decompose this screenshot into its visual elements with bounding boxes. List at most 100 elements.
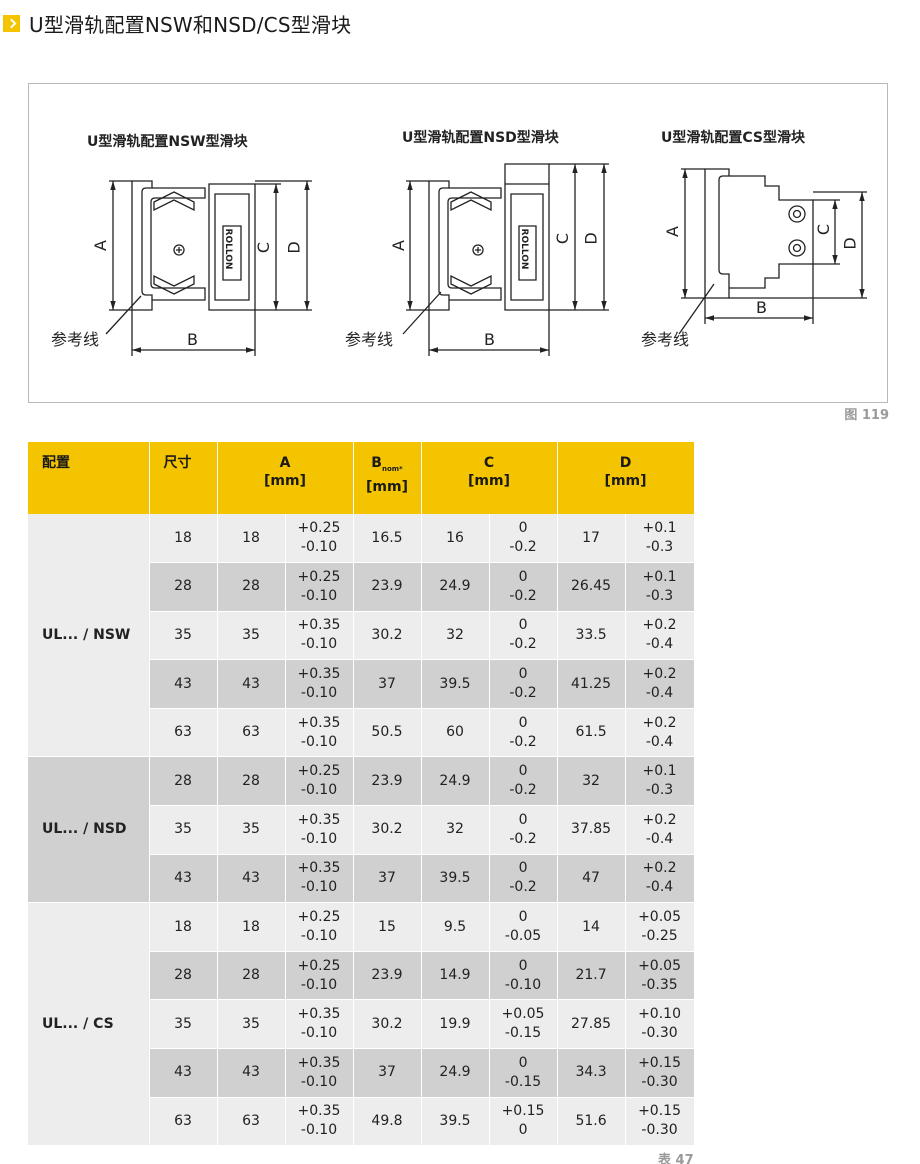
cell-b: 37 [353, 659, 422, 709]
cell-c-tolerance: 0-0.15 [489, 1048, 558, 1098]
cell-d-tolerance: +0.10 -0.30 [625, 999, 695, 1050]
cell-a: 43 [217, 1048, 286, 1098]
tolerance-upper: 0 [518, 860, 528, 877]
dim-label-c: C [553, 232, 573, 245]
dim-label-b: B [484, 330, 495, 349]
tolerance-lower: -0.10 [300, 539, 338, 556]
tolerance-upper: 0 [518, 568, 528, 585]
drawing-nsw [105, 180, 312, 356]
col-header-config: 配置 [28, 442, 150, 514]
drawing-nsd [402, 163, 609, 356]
cell-d: 14 [557, 902, 626, 952]
tolerance-upper: +0.2 [642, 617, 677, 634]
cell-c-tolerance: 0-0.05 [489, 902, 558, 952]
table-caption: 表 47 [658, 1153, 694, 1164]
cell-c: 39.5 [421, 1097, 490, 1147]
dimension-table: 配置 尺寸 A[mm] Bnom*[mm] C[mm] D[mm] UL... … [28, 442, 695, 1147]
cell-size: 63 [149, 1097, 218, 1147]
cell-a: 28 [217, 562, 286, 612]
tolerance-upper: +0.25 [297, 909, 341, 926]
cell-d-tolerance: +0.2-0.4 [625, 708, 695, 758]
cell-d-tolerance: +0.15-0.30 [625, 1097, 695, 1147]
tolerance-lower: -0.2 [509, 733, 537, 750]
cell-a-tolerance: +0.35-0.10 [285, 805, 354, 855]
cell-c-tolerance: 0 -0.2 [489, 659, 558, 709]
tolerance-lower: -0.2 [509, 830, 537, 847]
dim-label-c: C [254, 241, 274, 254]
cell-d-tolerance: +0.05-0.35 [625, 951, 695, 1001]
reference-line-label: 参考线 [641, 330, 690, 349]
cell-d: 32 [557, 756, 626, 807]
tolerance-lower: -0.30 [641, 1025, 678, 1042]
dim-label-b: B [756, 298, 767, 317]
cell-d-tolerance: +0.2-0.4 [625, 805, 695, 855]
cell-a: 28 [217, 951, 286, 1001]
tolerance-lower: -0.10 [300, 782, 338, 799]
cell-d-tolerance: +0.2-0.4 [625, 611, 695, 661]
tolerance-upper: +0.10 [638, 1006, 681, 1023]
tolerance-lower: -0.2 [509, 879, 537, 896]
chevron-right-icon [3, 14, 20, 32]
col-header-c: C[mm] [421, 442, 558, 514]
reference-line-label: 参考线 [51, 330, 100, 349]
cell-d: 17 [557, 514, 626, 564]
cell-b: 16.5 [353, 514, 422, 564]
tolerance-upper: +0.1 [642, 568, 677, 585]
cell-a-tolerance: +0.25-0.10 [285, 951, 354, 1001]
tolerance-lower: -0.10 [300, 928, 338, 945]
dim-label-c: C [814, 223, 834, 236]
cell-a-tolerance: +0.35-0.10 [285, 1097, 354, 1147]
cell-d-tolerance: +0.15-0.30 [625, 1048, 695, 1098]
tolerance-upper: 0 [518, 763, 528, 780]
cell-a-tolerance: +0.25 -0.10 [285, 562, 354, 612]
cell-c: 14.9 [421, 951, 490, 1001]
tolerance-upper: +0.2 [642, 666, 677, 683]
cell-size: 18 [149, 514, 218, 564]
cell-b: 37 [353, 854, 422, 904]
tolerance-upper: 0 [518, 909, 528, 926]
tolerance-lower: -0.10 [300, 587, 338, 604]
tolerance-upper: +0.25 [297, 763, 341, 780]
tolerance-lower: -0.2 [509, 685, 537, 702]
tolerance-upper: +0.15 [638, 1054, 681, 1071]
dim-label-a: A [388, 240, 408, 251]
table-header-row: 配置 尺寸 A[mm] Bnom*[mm] C[mm] D[mm] [28, 442, 695, 514]
cell-size: 63 [149, 708, 218, 758]
tolerance-upper: +0.35 [297, 1006, 341, 1023]
tolerance-upper: +0.35 [297, 1103, 341, 1120]
tolerance-lower: -0.10 [300, 1025, 338, 1042]
cell-size: 43 [149, 659, 218, 709]
cell-a: 63 [217, 1097, 286, 1147]
cell-c: 24.9 [421, 1048, 490, 1098]
cell-a-tolerance: +0.35-0.10 [285, 1048, 354, 1098]
tolerance-lower: -0.2 [509, 636, 537, 653]
cell-a-tolerance: +0.35-0.10 [285, 611, 354, 661]
tolerance-upper: 0 [518, 1054, 528, 1071]
cell-d: 21.7 [557, 951, 626, 1001]
tolerance-upper: +0.25 [297, 568, 341, 585]
tolerance-lower: -0.10 [300, 733, 338, 750]
cell-c: 19.9 [421, 999, 490, 1050]
tolerance-upper: 0 [518, 617, 528, 634]
tolerance-upper: +0.2 [642, 860, 677, 877]
cell-b: 49.8 [353, 1097, 422, 1147]
cell-d-tolerance: +0.2-0.4 [625, 854, 695, 904]
cell-a: 63 [217, 708, 286, 758]
cell-d: 27.85 [557, 999, 626, 1050]
tolerance-upper: +0.35 [297, 714, 341, 731]
cell-size: 43 [149, 1048, 218, 1098]
figure-panel: ROLLON ROLLON U型滑轨配置NSW型滑块 U型滑轨配置NSD型滑块 … [28, 83, 888, 403]
dim-label-d: D [284, 241, 304, 254]
config-group-name: UL... / NSW [28, 514, 150, 758]
tolerance-upper: 0 [518, 957, 528, 974]
drawing-title-cs: U型滑轨配置CS型滑块 [661, 130, 805, 146]
cell-c-tolerance: 0 -0.2 [489, 611, 558, 661]
cell-a-tolerance: +0.35-0.10 [285, 854, 354, 904]
tolerance-upper: 0 [518, 666, 528, 683]
cell-d: 37.85 [557, 805, 626, 855]
